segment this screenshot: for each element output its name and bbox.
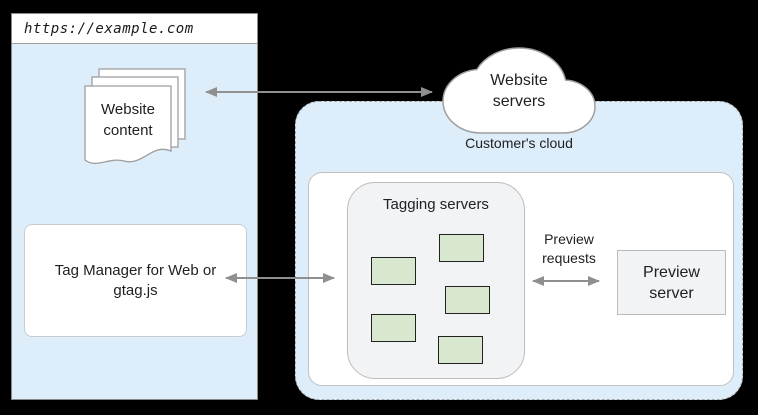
- tagging-server-node: [439, 234, 484, 262]
- tagging-servers-box: Tagging servers: [347, 182, 525, 379]
- tag-manager-box: Tag Manager for Web or gtag.js: [24, 224, 247, 337]
- tagging-server-node: [371, 314, 416, 342]
- website-servers-label: Website servers: [490, 72, 548, 110]
- inner-panel: Tagging servers Preview requests Preview…: [308, 172, 734, 386]
- tagging-server-node: [371, 257, 416, 285]
- tagging-servers-title: Tagging servers: [383, 196, 489, 213]
- preview-server-box: Preview server: [617, 250, 726, 315]
- browser-window: https://example.com Tag Manager for Web …: [11, 13, 258, 400]
- customer-cloud-label: Customer's cloud: [465, 135, 573, 151]
- tagging-server-node: [438, 336, 483, 364]
- tagging-server-node: [445, 286, 490, 314]
- url-text: https://example.com: [24, 20, 194, 37]
- preview-server-label: Preview server: [643, 263, 700, 302]
- website-content-label: Website content: [101, 101, 155, 139]
- preview-requests-label: Preview requests: [542, 231, 596, 266]
- tag-manager-label: Tag Manager for Web or gtag.js: [54, 261, 217, 299]
- customer-cloud-region: Customer's cloud Tagging servers Preview…: [295, 101, 743, 400]
- url-bar[interactable]: https://example.com: [12, 14, 257, 44]
